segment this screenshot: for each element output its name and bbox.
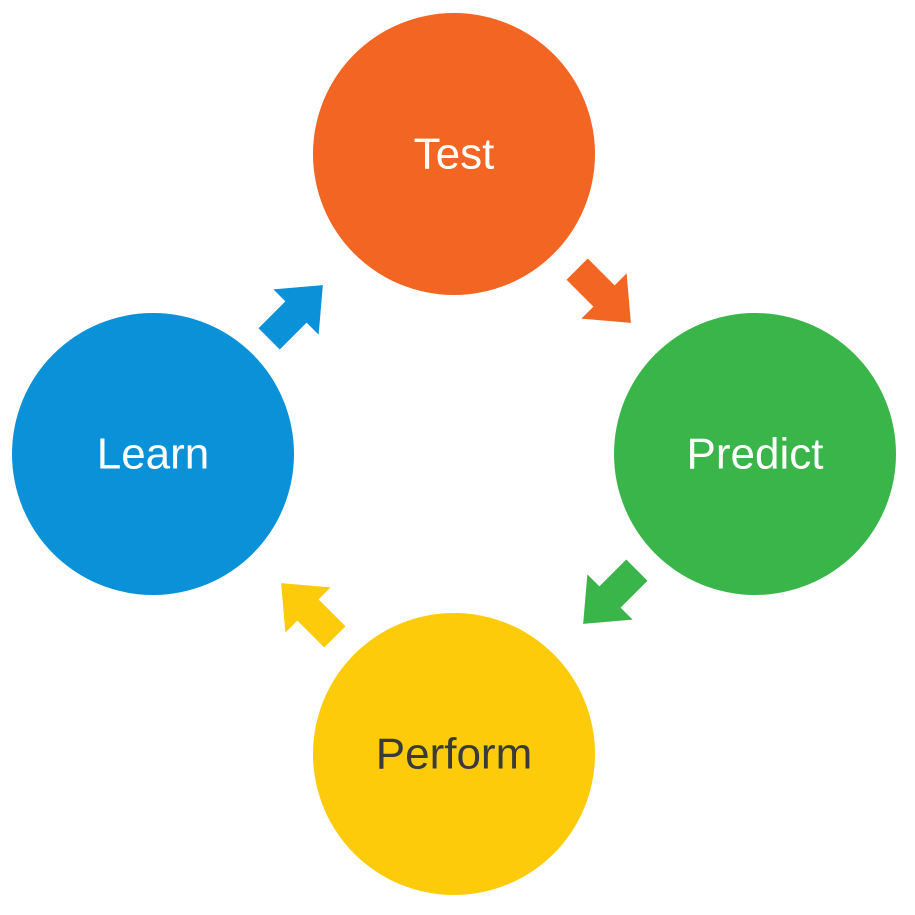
node-perform-label: Perform <box>376 730 532 779</box>
node-perform: Perform <box>313 613 595 895</box>
arrow-perform-to-learn <box>281 583 346 648</box>
node-predict: Predict <box>614 313 896 595</box>
arrow-predict-to-perform <box>583 559 648 624</box>
node-test-circle <box>313 13 595 295</box>
node-learn-label: Learn <box>97 430 210 479</box>
node-learn-circle <box>12 313 294 595</box>
node-perform-circle <box>313 613 595 895</box>
node-learn: Learn <box>12 313 294 595</box>
arrow-test-to-predict <box>566 258 631 323</box>
node-test: Test <box>313 13 595 295</box>
node-test-label: Test <box>414 130 495 179</box>
node-predict-label: Predict <box>687 430 824 479</box>
arrow-learn-to-test <box>258 285 323 350</box>
node-predict-circle <box>614 313 896 595</box>
